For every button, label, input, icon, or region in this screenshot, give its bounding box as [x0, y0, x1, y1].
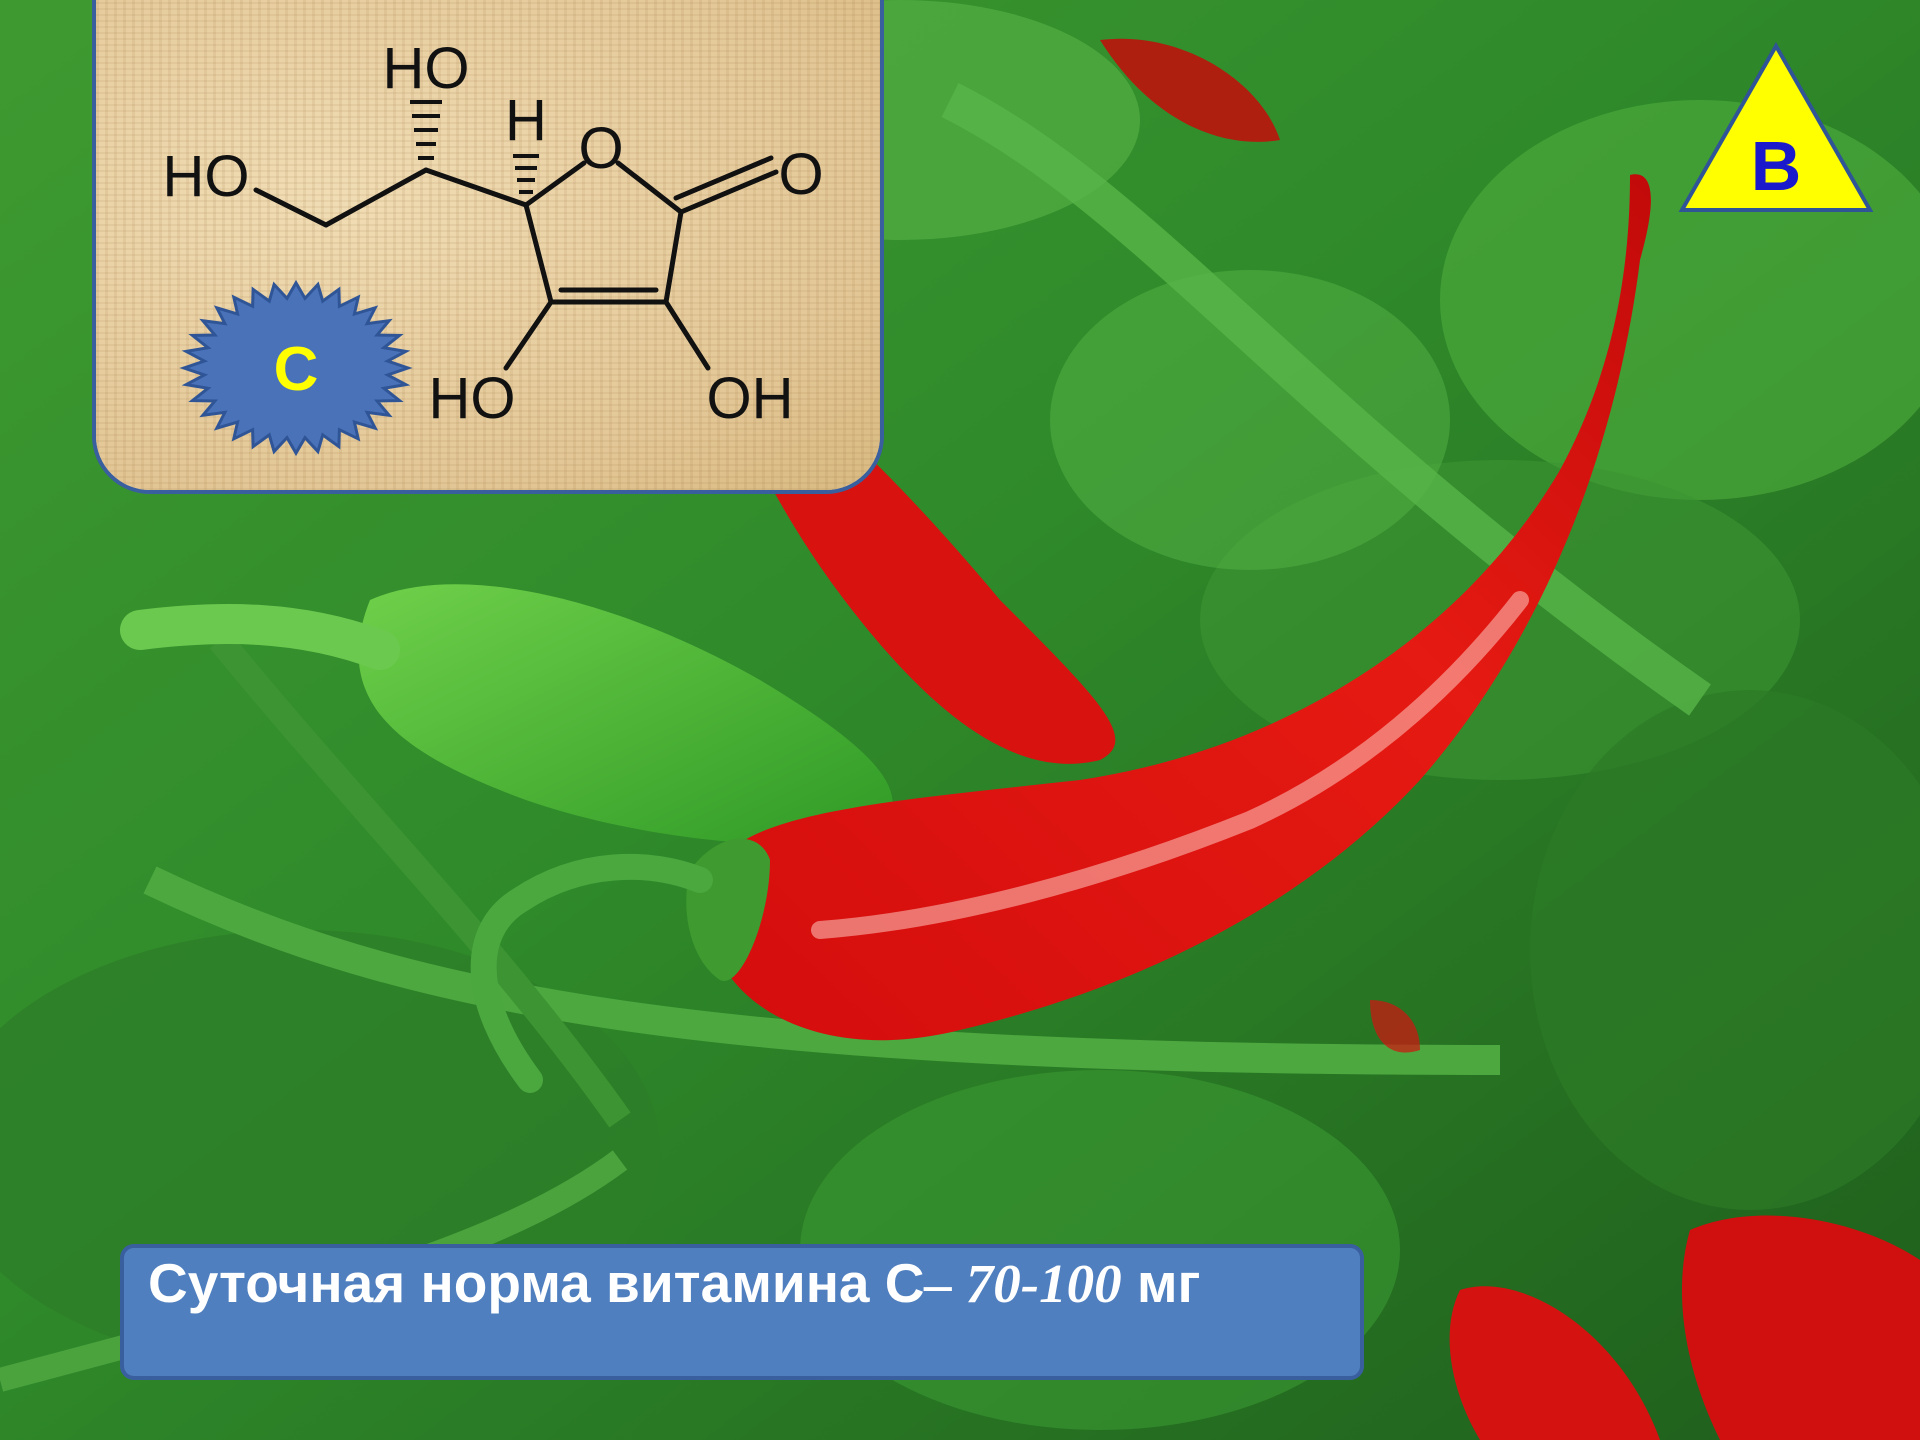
nav-triangle-label: B [1751, 127, 1802, 205]
nav-triangle-button[interactable]: B [1676, 40, 1876, 216]
caption-main: Суточная норма витамина С [148, 1252, 925, 1314]
ascorbic-acid-structure: HO H HO O O HO OH C [163, 36, 824, 457]
caption-text: Суточная норма витамина С– 70-100 мг [148, 1252, 1338, 1315]
atom-ho-bottom: HO [429, 366, 516, 431]
atom-o-carbonyl: O [778, 142, 823, 207]
caption-box: Суточная норма витамина С– 70-100 мг [120, 1244, 1364, 1380]
caption-unit: мг [1136, 1252, 1201, 1314]
formula-card: HO H HO O O HO OH C [92, 0, 884, 494]
atom-ho-top: HO [383, 36, 470, 101]
atom-h-top: H [505, 88, 547, 153]
vitamin-c-badge: C [179, 279, 413, 457]
atom-ho-left: HO [163, 144, 250, 209]
caption-value: – 70-100 [924, 1253, 1122, 1314]
atom-oh-bottom: OH [707, 366, 794, 431]
vitamin-c-badge-label: C [274, 335, 319, 404]
atom-o-ring: O [578, 116, 623, 181]
